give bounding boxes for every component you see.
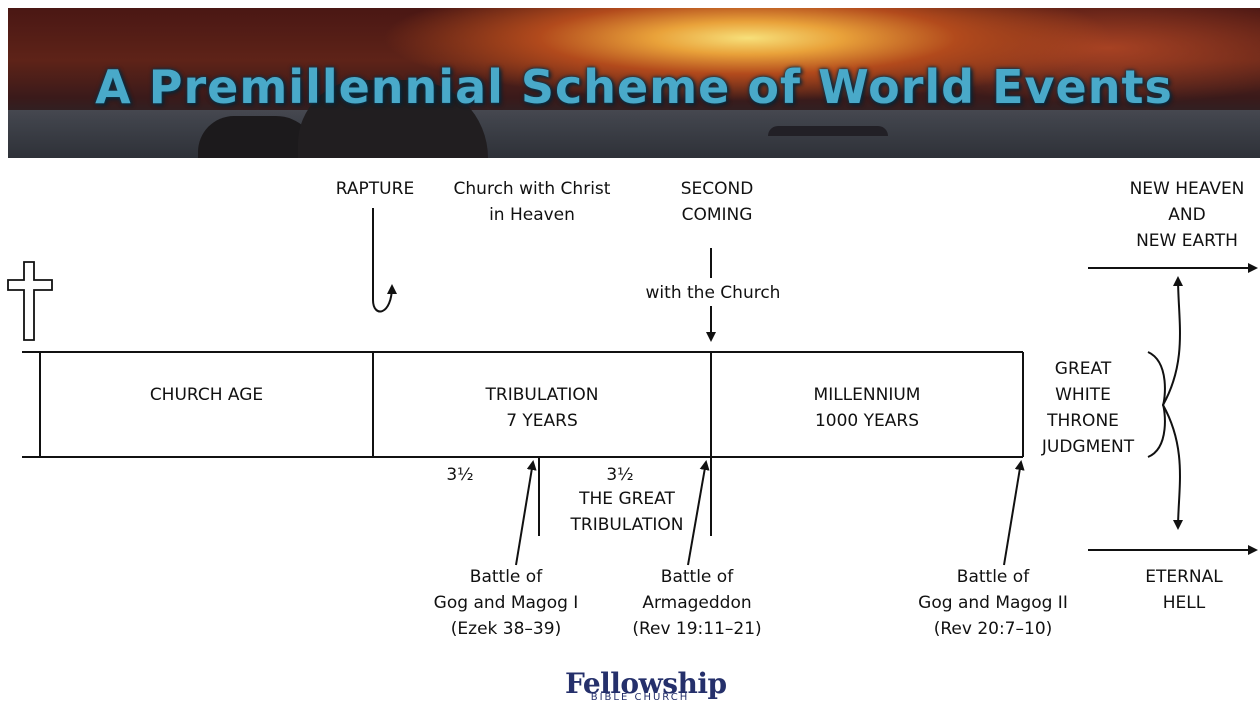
armageddon-arrow [687, 460, 710, 566]
gog-magog-2-label: Gog and Magog II [918, 593, 1068, 613]
eternal-hell-label: HELL [1162, 593, 1206, 613]
judgment-label: THRONE [1047, 411, 1119, 431]
gog-magog-1-label: (Ezek 38–39) [450, 619, 562, 639]
rapture-arrow [372, 208, 397, 313]
eternal-hell-label: ETERNAL [1145, 567, 1223, 587]
millennium-label: MILLENNIUM [813, 385, 921, 405]
armageddon-label: Battle of [660, 567, 734, 587]
church-logo: Fellowship BIBLE CHURCH [565, 667, 727, 704]
millennium-years-label: 1000 YEARS [814, 411, 920, 431]
second-coming-label: SECOND [680, 179, 754, 199]
great-tribulation-label: THE GREAT [579, 489, 675, 509]
logo-name: Fellowship [565, 667, 727, 700]
second-coming-label: COMING [681, 205, 753, 225]
church-age-label: CHURCH AGE [149, 385, 264, 405]
gog-magog-2-label: Battle of [956, 567, 1030, 587]
page-title: A Premillennial Scheme of World Events [95, 60, 1173, 114]
cross-icon [7, 261, 53, 341]
armageddon-label: Armageddon [642, 593, 752, 613]
judgment-label: GREAT [1054, 359, 1112, 379]
new-heaven-label: AND [1168, 205, 1206, 225]
banner-island [768, 126, 888, 136]
tribulation-label: TRIBULATION [485, 385, 599, 405]
half-period-label: 3½ [606, 465, 634, 485]
gog-magog-2-arrow [1003, 460, 1025, 566]
gog-magog-1-label: Gog and Magog I [433, 593, 579, 613]
gog-magog-1-arrow [515, 460, 537, 566]
church-with-christ-label: in Heaven [489, 205, 575, 225]
armageddon-label: (Rev 19:11–21) [632, 619, 762, 639]
judgment-label: WHITE [1055, 385, 1111, 405]
branch-up-arrow [1162, 276, 1184, 406]
branch-down-arrow [1162, 404, 1184, 530]
half-period-label: 3½ [446, 465, 474, 485]
gog-magog-1-label: Battle of [469, 567, 543, 587]
judgment-label: JUDGMENT [1041, 437, 1135, 457]
gog-magog-2-label: (Rev 20:7–10) [933, 619, 1053, 639]
logo-subtitle: BIBLE CHURCH [590, 692, 690, 703]
with-church-label: with the Church [645, 283, 781, 303]
great-tribulation-label: TRIBULATION [570, 515, 684, 535]
title-banner: A Premillennial Scheme of World Events [8, 8, 1260, 158]
new-heaven-label: NEW EARTH [1136, 231, 1238, 251]
tribulation-years-label: 7 YEARS [506, 411, 578, 431]
church-with-christ-label: Church with Christ [453, 179, 611, 199]
new-heaven-label: NEW HEAVEN [1129, 179, 1245, 199]
rapture-label: RAPTURE [335, 179, 415, 199]
